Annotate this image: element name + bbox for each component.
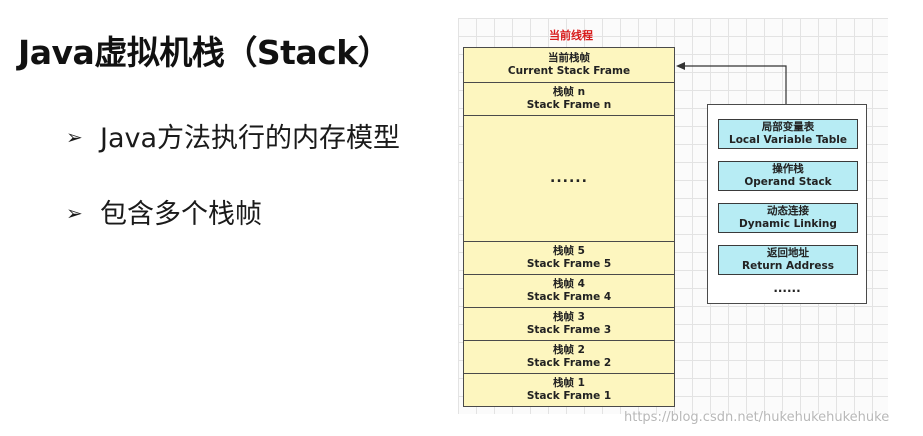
stack-frame: 栈帧 5 Stack Frame 5: [464, 242, 674, 275]
frame-label-en: Current Stack Frame: [507, 65, 631, 77]
stack-frame: 栈帧 4 Stack Frame 4: [464, 275, 674, 308]
frame-ellipsis: ......: [550, 170, 588, 186]
slot-label-cn: 动态连接: [767, 205, 809, 217]
stack-frame: 栈帧 3 Stack Frame 3: [464, 308, 674, 341]
stack-frame-ellipsis: ......: [464, 116, 674, 242]
frame-label-cn: 栈帧 2: [553, 344, 585, 356]
frame-label-cn: 栈帧 5: [553, 245, 585, 257]
frame-label-cn: 栈帧 1: [553, 377, 585, 389]
slot-label-cn: 局部变量表: [761, 121, 815, 133]
stack-frame: 栈帧 n Stack Frame n: [464, 83, 674, 116]
thread-label: 当前线程: [549, 29, 593, 42]
bullet-arrow-icon: ➢: [66, 201, 83, 225]
frame-label-cn: 栈帧 4: [553, 278, 585, 290]
slot-label-en: Return Address: [742, 260, 834, 272]
frame-label-en: Stack Frame 4: [526, 291, 612, 303]
frame-detail-slot: 动态连接 Dynamic Linking: [718, 203, 858, 233]
frame-label-cn: 栈帧 n: [552, 86, 586, 98]
frame-label-en: Stack Frame 5: [526, 258, 612, 270]
slot-label-cn: 返回地址: [767, 247, 809, 259]
stack-column: 当前栈帧 Current Stack Frame 栈帧 n Stack Fram…: [463, 47, 675, 407]
arrowhead-icon: [676, 62, 685, 70]
stack-frame: 栈帧 2 Stack Frame 2: [464, 341, 674, 374]
slot-label-cn: 操作栈: [772, 163, 804, 175]
bullet-text: 包含多个栈帧: [100, 199, 262, 230]
connector-line: [682, 65, 787, 104]
watermark: https://blog.csdn.net/hukehukehukehuke: [624, 410, 890, 425]
slot-label-en: Local Variable Table: [729, 134, 847, 146]
bullet-text: Java方法执行的内存模型: [100, 123, 401, 154]
frame-label-cn: 当前栈帧: [548, 52, 590, 64]
slide-title: Java虚拟机栈（Stack）: [18, 33, 391, 72]
bullet-item: ➢ Java方法执行的内存模型: [66, 116, 400, 155]
frame-label-en: Stack Frame 1: [526, 390, 612, 402]
frame-detail-slot: 局部变量表 Local Variable Table: [718, 119, 858, 149]
frame-detail-slot: 操作栈 Operand Stack: [718, 161, 858, 191]
frame-label-cn: 栈帧 3: [553, 311, 585, 323]
stack-frame-current: 当前栈帧 Current Stack Frame: [464, 48, 674, 83]
stack-frame: 栈帧 1 Stack Frame 1: [464, 374, 674, 406]
frame-detail-ellipsis: ......: [773, 281, 801, 295]
frame-label-en: Stack Frame 3: [526, 324, 612, 336]
slot-label-en: Operand Stack: [744, 176, 832, 188]
frame-detail-slot: 返回地址 Return Address: [718, 245, 858, 275]
bullet-item: ➢ 包含多个栈帧: [66, 192, 262, 231]
bullet-arrow-icon: ➢: [66, 125, 83, 149]
frame-label-en: Stack Frame 2: [526, 357, 612, 369]
frame-detail-box: 局部变量表 Local Variable Table 操作栈 Operand S…: [707, 104, 867, 304]
slot-label-en: Dynamic Linking: [739, 218, 837, 230]
frame-label-en: Stack Frame n: [526, 99, 612, 111]
